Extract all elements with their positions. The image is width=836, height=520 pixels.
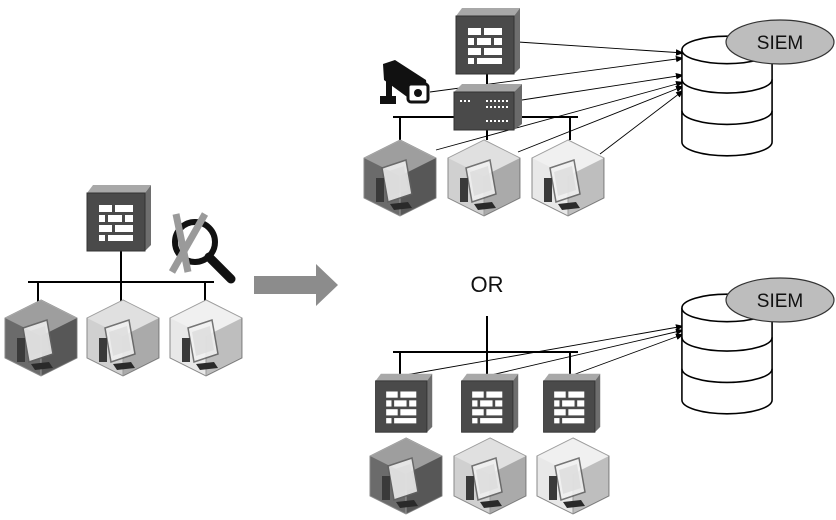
bottom-siem-label: SIEM <box>757 291 803 312</box>
bottom-computer-2-icon <box>454 438 526 514</box>
bottom-firewall-3-icon <box>544 374 601 432</box>
top-siem-label: SIEM <box>757 33 803 54</box>
top-computer-2-icon <box>448 140 520 216</box>
bottom-computer-3-icon <box>537 438 609 514</box>
left-computer-3-icon <box>170 300 242 376</box>
bottom-firewall-1-icon <box>376 374 433 432</box>
surveillance-camera-icon <box>380 60 428 104</box>
left-network <box>5 185 242 376</box>
left-computer-2-icon <box>87 300 159 376</box>
top-option: SIEM <box>364 8 834 216</box>
top-firewall-icon <box>456 8 520 74</box>
arrow-right-icon <box>254 264 338 306</box>
top-computer-3-icon <box>532 140 604 216</box>
magnifier-crossed-icon <box>172 214 231 279</box>
left-computer-1-icon <box>5 300 77 376</box>
left-firewall-icon <box>87 185 151 251</box>
top-computer-1-icon <box>364 140 436 216</box>
bottom-computer-1-icon <box>370 438 442 514</box>
or-label: OR <box>471 272 504 297</box>
bottom-option: SIEM <box>370 278 834 514</box>
bottom-firewall-2-icon <box>462 374 519 432</box>
network-switch-icon <box>454 84 522 130</box>
